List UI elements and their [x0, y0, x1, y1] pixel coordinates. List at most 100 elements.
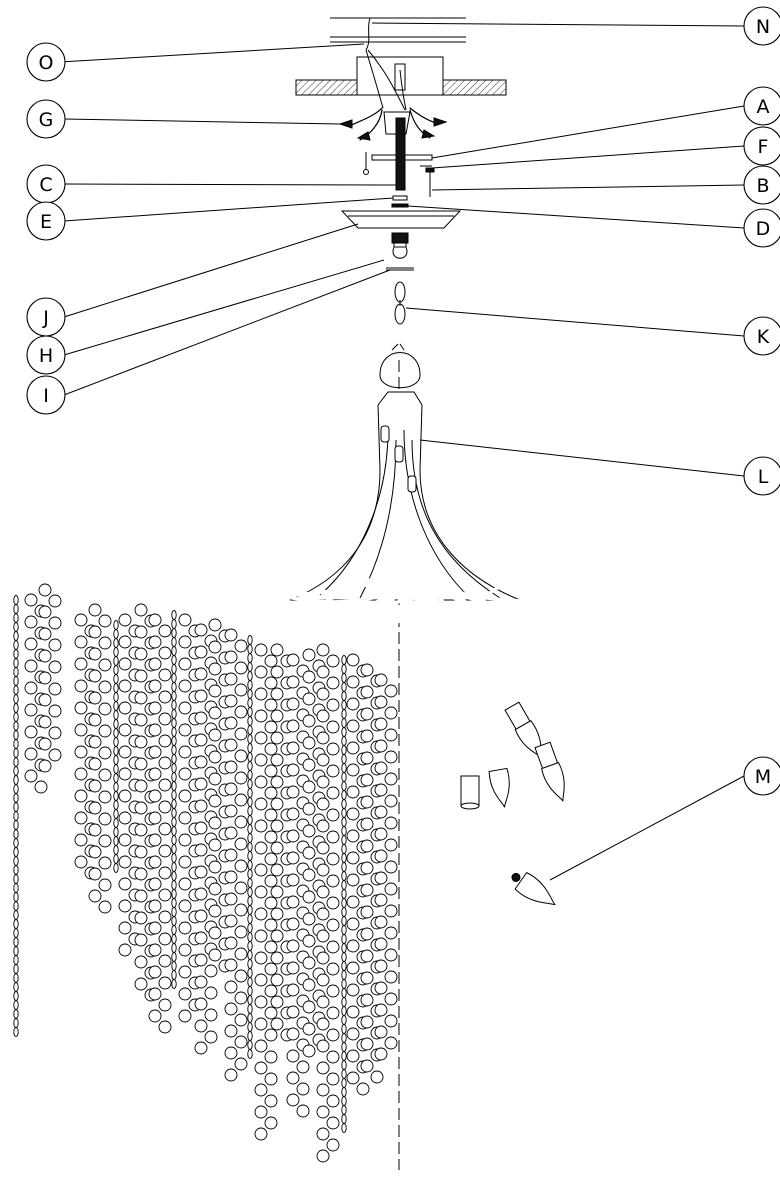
chain-link [171, 871, 177, 881]
chain-link [341, 664, 347, 674]
crystal-bead [134, 779, 148, 793]
chain-link [113, 791, 119, 801]
crystal-bead [270, 731, 284, 745]
chain-link [247, 959, 253, 969]
crystal-bead [254, 995, 268, 1009]
crystal-bead [38, 605, 52, 619]
bead-strand [254, 643, 278, 1141]
chain-link [341, 736, 347, 746]
crystal-bead [270, 819, 284, 833]
chain-link [13, 901, 19, 911]
chain-link [113, 800, 119, 810]
branch-arm-inner [149, 607, 390, 658]
chain-link [13, 604, 19, 614]
crystal-bead [316, 1149, 330, 1163]
chain-link [247, 869, 253, 879]
chain-link [13, 955, 19, 965]
chain-link [171, 718, 177, 728]
svg-text:M: M [755, 766, 771, 788]
crystal-bead [346, 873, 360, 887]
crystal-bead [254, 841, 268, 855]
crystal-bead [346, 895, 360, 909]
chain-link [247, 680, 253, 690]
crystal-bead [316, 665, 330, 679]
bead-strand [171, 610, 177, 989]
crystal-bead [38, 583, 52, 597]
chain-link [171, 673, 177, 683]
chain-link [247, 914, 253, 924]
chain-link [13, 847, 19, 857]
chain-link [13, 982, 19, 992]
crystal-bead [208, 728, 222, 742]
crystal-bead [48, 682, 62, 696]
crystal-bead [148, 789, 162, 803]
chain-link [171, 880, 177, 890]
crystal-bead [316, 1017, 330, 1031]
crystal-bead [326, 1094, 340, 1108]
chain-link [341, 898, 347, 908]
chain-link [113, 656, 119, 666]
crystal-bead [286, 1005, 300, 1019]
chain-link [13, 748, 19, 758]
crystal-bead [270, 841, 284, 855]
chain-link [341, 997, 347, 1007]
crystal-bead [302, 890, 316, 904]
chain-link [113, 746, 119, 756]
crystal-bead [194, 843, 208, 857]
crystal-bead [234, 903, 248, 917]
crystal-bead [118, 789, 132, 803]
callout-I: I [26, 375, 66, 415]
branch-arm-inner [398, 588, 706, 703]
crystal-bead [74, 811, 88, 825]
crystal-bead [346, 1071, 360, 1085]
chain-link [171, 763, 177, 773]
chain-link [171, 610, 177, 620]
chain-link [247, 905, 253, 915]
crystal-bead [118, 701, 132, 715]
crystal-bead [224, 958, 238, 972]
branch-arm-inner [395, 604, 752, 728]
chain-link [13, 667, 19, 677]
crystal-bead [234, 859, 248, 873]
crystal-bead [302, 912, 316, 926]
crystal-bead [346, 785, 360, 799]
svg-text:D: D [756, 218, 771, 240]
crystal-bead [134, 933, 148, 947]
crystal-bead [264, 896, 278, 910]
crystal-bead [264, 852, 278, 866]
crystal-bead [326, 830, 340, 844]
crystal-bead [34, 780, 48, 794]
crystal-bead [254, 665, 268, 679]
leader-G [63, 118, 341, 125]
leader-H [63, 259, 385, 356]
chain-link [341, 871, 347, 881]
threaded-rod [395, 117, 406, 191]
crystal-bead [134, 823, 148, 837]
crystal-bead [234, 837, 248, 851]
crystal-bead [356, 1082, 370, 1096]
crystal-bead [118, 833, 132, 847]
bead-strand [148, 613, 172, 1034]
crystal-bead [374, 871, 388, 885]
chain-link [113, 827, 119, 837]
crystal-bead [270, 709, 284, 723]
chain-link [341, 970, 347, 980]
chain-link [247, 950, 253, 960]
crystal-bead [316, 995, 330, 1009]
crystal-bead [194, 777, 208, 791]
crystal-bead [374, 1025, 388, 1039]
crystal-bead [194, 821, 208, 835]
chain-link [247, 1022, 253, 1032]
chain-link [341, 808, 347, 818]
chain-link [13, 730, 19, 740]
crystal-bead [24, 769, 38, 783]
crystal-bead [384, 684, 398, 698]
crystal-bead [316, 907, 330, 921]
crystal-bead [270, 863, 284, 877]
chain-link [247, 824, 253, 834]
chain-link [247, 725, 253, 735]
callout-B: B [743, 165, 780, 205]
callout-E: E [26, 201, 66, 241]
crystal-bead [178, 921, 192, 935]
crystal-bead [374, 695, 388, 709]
